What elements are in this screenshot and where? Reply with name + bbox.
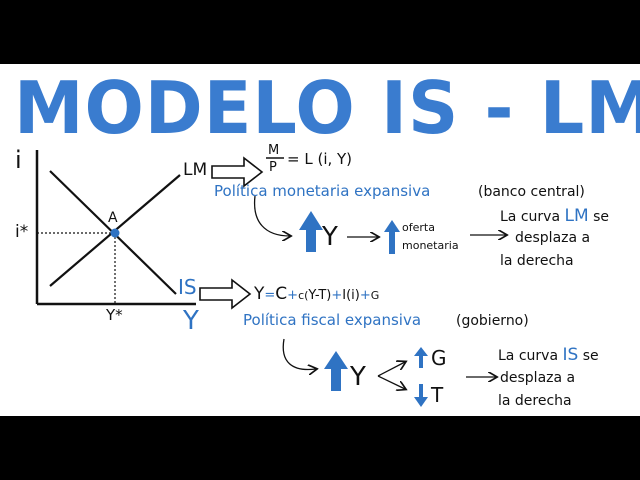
slide-board: MODELO IS - LM xyxy=(0,64,640,416)
is-equation: Y=C+c(Y-T)+I(i)+G xyxy=(254,284,380,304)
lm-result-line-2: desplaza a xyxy=(515,230,591,246)
is-result-line-2: desplaza a xyxy=(500,370,576,386)
y-axis-label: i xyxy=(15,146,22,174)
is-output: Y xyxy=(350,362,366,392)
x-axis-label: Y xyxy=(183,306,199,336)
fork-arrow-g xyxy=(377,362,405,377)
fraction-denominator: P xyxy=(269,160,277,175)
lm-curved-arrow xyxy=(253,195,290,236)
is-result-line-3: la derecha xyxy=(498,393,572,409)
is-result-line-1: La curva IS se xyxy=(498,345,599,365)
lm-output: Y xyxy=(322,222,338,252)
lm-policy-note: (banco central) xyxy=(478,184,585,200)
fork-arrow-t xyxy=(377,375,405,389)
supply-up-arrow-icon xyxy=(384,220,400,254)
lm-hollow-arrow xyxy=(211,156,264,188)
is-label: IS xyxy=(178,275,197,299)
point-label: A xyxy=(108,210,118,226)
is-lm-diagram xyxy=(35,150,640,407)
supply-line-2: monetaria xyxy=(402,239,459,252)
lm-equation: = L (i, Y) xyxy=(287,150,353,168)
lm-result-line-3: la derecha xyxy=(500,253,574,269)
lm-policy: Política monetaria expansiva xyxy=(214,182,431,200)
is-policy: Política fiscal expansiva xyxy=(243,311,422,329)
is-hollow-arrow xyxy=(199,278,252,310)
i-star-label: i* xyxy=(15,222,29,242)
is-curved-arrow xyxy=(282,338,316,370)
lm-label: LM xyxy=(183,160,208,180)
g-up-arrow-icon xyxy=(414,347,428,368)
g-label: G xyxy=(431,346,447,370)
is-policy-note: (gobierno) xyxy=(456,313,529,329)
t-down-arrow-icon xyxy=(414,384,428,407)
supply-line-1: oferta xyxy=(402,221,435,234)
t-label: T xyxy=(431,383,444,407)
lm-up-arrow-icon xyxy=(299,211,323,252)
page-title: MODELO IS - LM xyxy=(14,66,640,150)
lm-result-line-1: La curva LM se xyxy=(500,206,609,226)
is-up-arrow-icon xyxy=(324,351,348,391)
y-star-label: Y* xyxy=(106,306,123,324)
fraction-numerator: M xyxy=(268,143,280,158)
equilibrium-point xyxy=(110,228,120,238)
